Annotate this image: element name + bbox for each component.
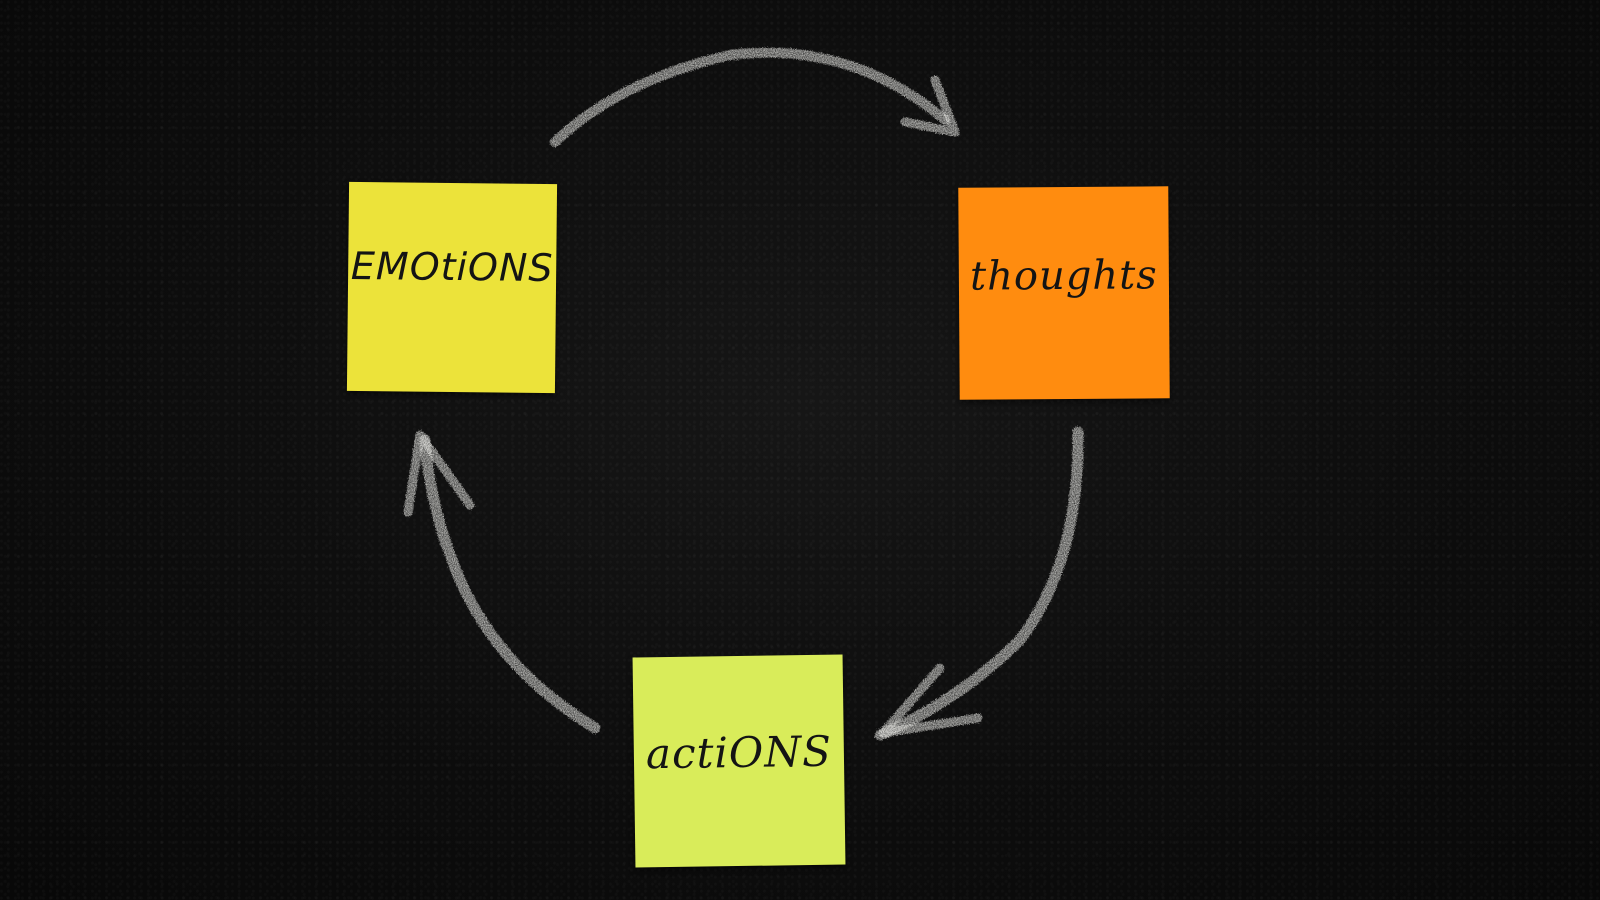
note-label-emotions: EMOtiONS — [350, 243, 554, 291]
sticky-note-actions: actiONS — [632, 654, 846, 868]
note-label-thoughts: thoughts — [969, 252, 1158, 300]
chalk-arrow-icon — [550, 47, 960, 147]
note-label-actions: actiONS — [645, 726, 833, 779]
chalk-arrow-icon — [403, 430, 601, 734]
sticky-note-emotions: EMOtiONS — [346, 181, 558, 394]
sticky-note-thoughts: thoughts — [958, 186, 1170, 400]
chalk-arrow-icon — [874, 426, 1084, 741]
